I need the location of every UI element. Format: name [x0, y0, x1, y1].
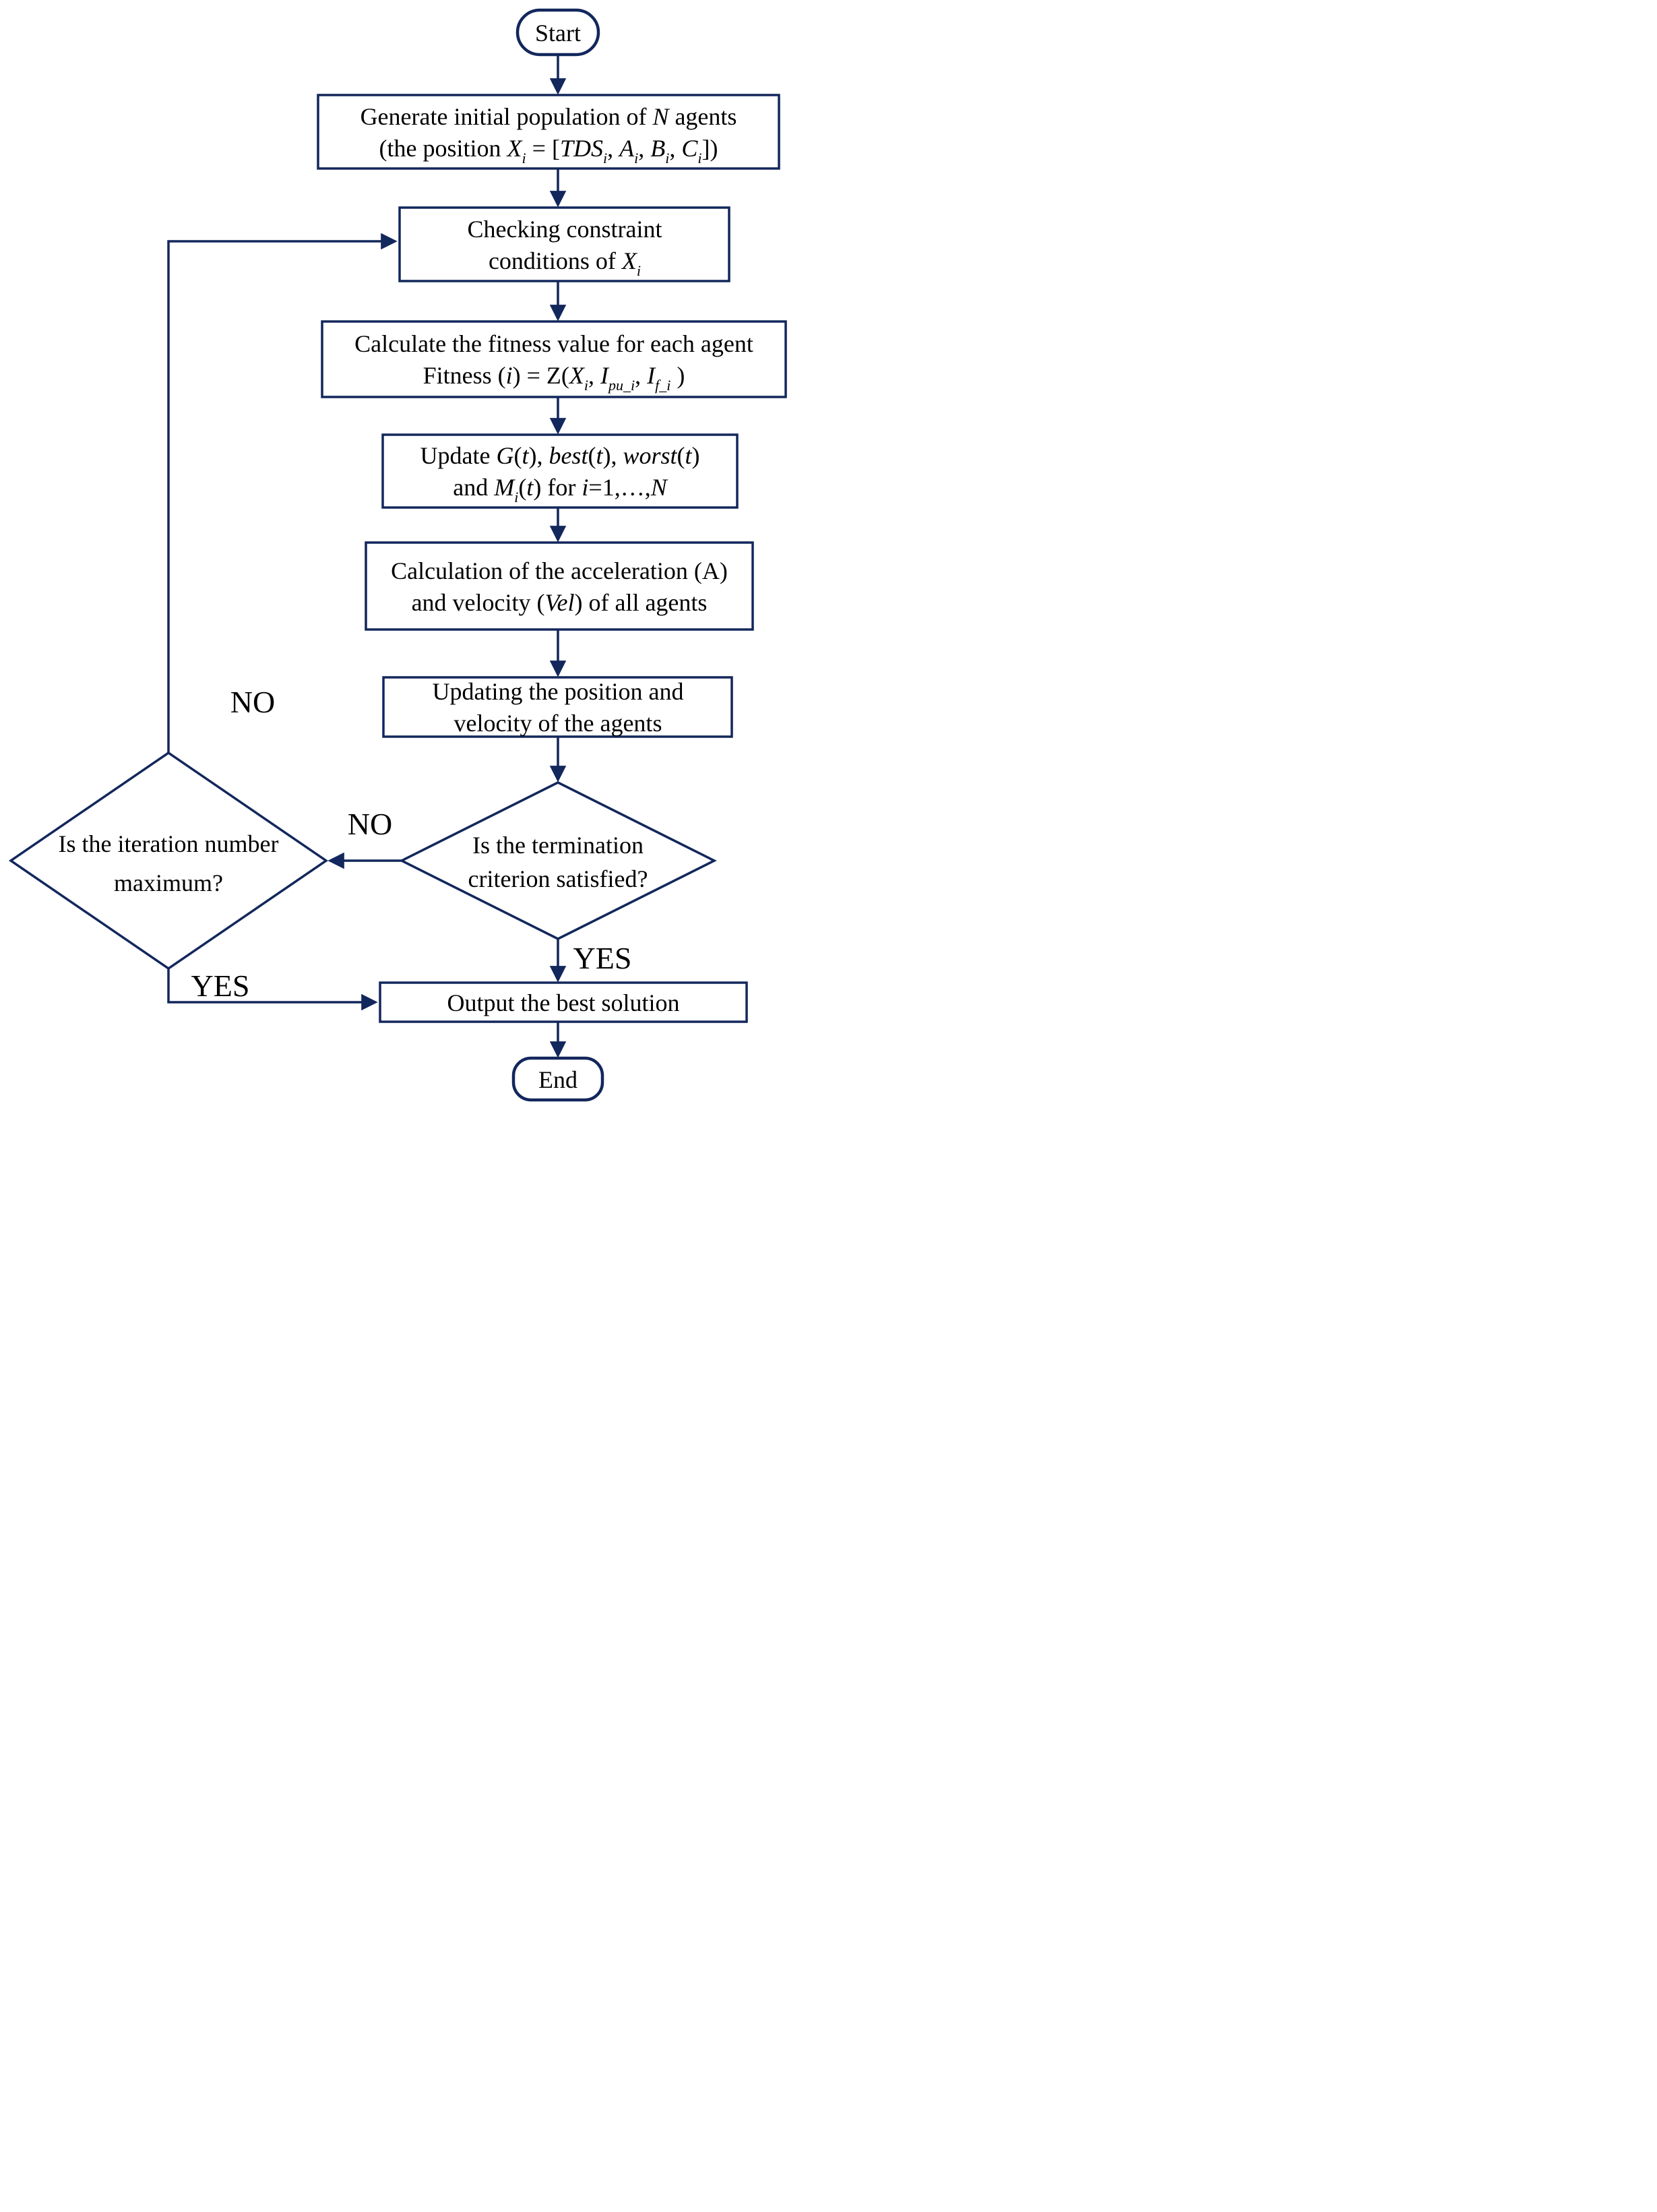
- checking-constraint-node: [398, 206, 730, 282]
- generate-population-node: [317, 94, 780, 170]
- acceleration-node: [365, 541, 754, 631]
- flowchart-canvas: Start Generate initial population of N a…: [8, 8, 787, 1102]
- iteration-yes-label: YES: [191, 969, 250, 1003]
- termination-no-label: NO: [348, 807, 392, 841]
- end-label: End: [538, 1066, 577, 1093]
- fitness-node: [321, 320, 787, 398]
- start-label: Start: [535, 20, 581, 47]
- acceleration-label: Calculation of the acceleration (A)and v…: [391, 557, 728, 616]
- start-node: [515, 8, 600, 57]
- termination-decision-node: [399, 781, 717, 940]
- updating-position-node: [382, 676, 733, 738]
- edge-iteration-yes-output: [167, 969, 378, 1011]
- edge-iteration-no-loop: [167, 233, 398, 753]
- update-node: [381, 433, 739, 509]
- generate-population-label: Generate initial population of N agents(…: [361, 103, 737, 166]
- iteration-no-label: NO: [230, 685, 275, 719]
- output-node: [379, 981, 748, 1023]
- iteration-decision-node: [8, 751, 329, 971]
- termination-yes-label: YES: [573, 941, 632, 975]
- output-label: Output the best solution: [447, 989, 680, 1016]
- update-label: Update G(t), best(t), worst(t)and Mi(t) …: [420, 442, 699, 505]
- end-node: [511, 1056, 604, 1102]
- flowchart-page: Start Generate initial population of N a…: [0, 0, 829, 1106]
- fitness-label: Calculate the fitness value for each age…: [354, 330, 753, 394]
